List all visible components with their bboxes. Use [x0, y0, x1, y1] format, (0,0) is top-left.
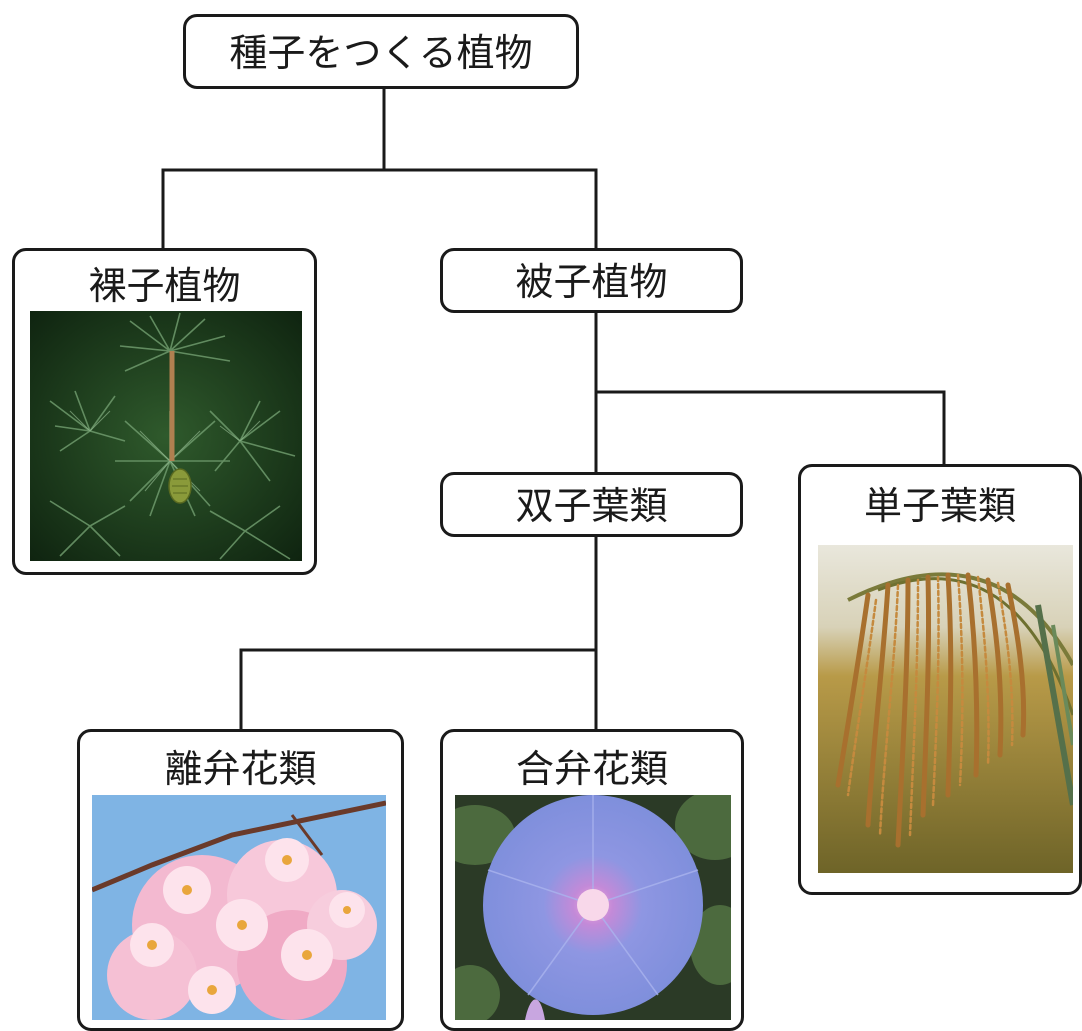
- node-polypetalous-flowers-label: 離弁花類: [164, 747, 317, 791]
- node-angiosperms-label: 被子植物: [515, 260, 668, 304]
- node-monocotyledons-label: 単子葉類: [863, 484, 1016, 528]
- node-sympetalous-flowers-label: 合弁花類: [515, 747, 668, 791]
- node-seed-plants: 種子をつくる植物: [183, 14, 579, 89]
- cherry-blossoms-photo: [92, 795, 386, 1020]
- node-gymnosperms: 裸子植物: [12, 248, 317, 575]
- node-sympetalous-flowers: 合弁花類: [440, 729, 744, 1031]
- node-angiosperms: 被子植物: [440, 248, 743, 313]
- node-monocotyledons: 単子葉類: [798, 464, 1082, 895]
- node-polypetalous-flowers: 離弁花類: [77, 729, 404, 1031]
- morning-glory-photo: [455, 795, 731, 1020]
- pine-branch-photo: [30, 311, 302, 561]
- node-dicotyledons: 双子葉類: [440, 472, 743, 537]
- rice-ears-photo: [818, 545, 1073, 873]
- node-gymnosperms-label: 裸子植物: [88, 264, 241, 308]
- node-seed-plants-label: 種子をつくる植物: [229, 31, 533, 75]
- node-dicotyledons-label: 双子葉類: [515, 484, 668, 528]
